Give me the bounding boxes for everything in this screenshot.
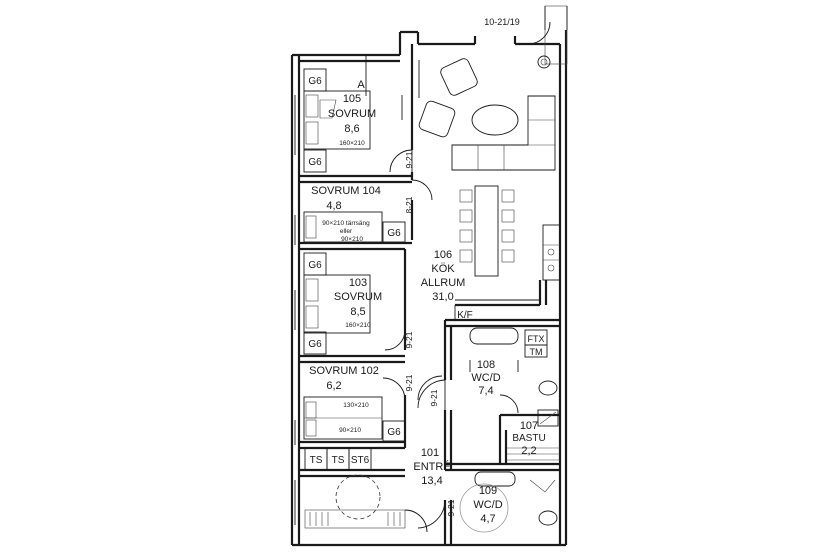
bed-103-size: 160×210	[345, 322, 371, 329]
door-label-109: 9-21	[446, 499, 456, 516]
room-105-area: 8,6	[344, 123, 359, 135]
room-109-number: 109	[479, 485, 497, 497]
ftx-unit-label: FTX	[528, 334, 545, 344]
door-size-labels: 9-21 8-21 9-21 9-21 9-21 9-21 10-21/19	[404, 17, 520, 517]
room-107-area: 2,2	[521, 445, 536, 457]
door-label-104: 8-21	[404, 196, 414, 213]
room-101-area: 13,4	[421, 475, 442, 487]
door-label-102: 9-21	[404, 374, 414, 391]
tm-label: TM	[530, 347, 543, 357]
room-101-name: ENTRÉ	[413, 460, 450, 473]
room-104-title: SOVRUM 104	[311, 185, 381, 197]
wardrobe-label: G6	[387, 228, 401, 239]
room-104-area: 4,8	[326, 200, 341, 212]
room-106-number: 106	[434, 249, 452, 261]
door-label-105: 9-21	[404, 151, 414, 168]
section-marker-a: A	[357, 79, 365, 91]
bed-104-size-1: 90×210 tärrsäng	[322, 220, 370, 227]
wardrobe-label: G6	[387, 427, 401, 438]
room-106-area: 31,0	[432, 291, 453, 303]
balcony-door-label: 10-21/19	[484, 17, 520, 27]
room-103-number: 103	[349, 277, 367, 289]
bed-102-size-a: 130×210	[343, 402, 369, 409]
room-109-area: 4,7	[480, 513, 495, 525]
room-108-name: WC/D	[471, 372, 500, 384]
bed-105	[303, 90, 371, 150]
doors	[382, 21, 551, 533]
room-103-name: SOVRUM	[334, 291, 382, 303]
door-label-103: 9-21	[404, 331, 414, 348]
room-105-number: 105	[343, 93, 361, 105]
door-label-108: 9-21	[429, 389, 439, 406]
room-101-number: 101	[421, 447, 439, 459]
room-102-title: SOVRUM 102	[309, 365, 379, 377]
interior-walls	[299, 44, 560, 545]
bed-104	[303, 211, 383, 243]
exterior-walls	[290, 5, 568, 547]
room-107-name: BASTU	[512, 433, 545, 444]
room-103-area: 8,5	[350, 306, 365, 318]
room-102-area: 6,2	[326, 380, 341, 392]
room-108-area: 7,4	[478, 385, 493, 397]
room-108-number: 108	[477, 359, 495, 371]
bed-105-size: 160×210	[339, 140, 365, 147]
bed-104-size-2: eller	[340, 228, 353, 235]
fridge-freezer-label: K/F	[457, 310, 473, 321]
room-106-name-2: ALLRUM	[421, 277, 466, 289]
closet-st6-label: ST6	[351, 455, 370, 466]
wardrobe-label: G6	[308, 157, 322, 168]
room-109-name: WC/D	[473, 499, 502, 511]
storage-labels: G6 G6 G6 G6 G6 G6 TS TS ST6 K/F FTX TM	[308, 76, 544, 466]
room-106-name-1: KÖK	[431, 263, 455, 275]
furniture	[303, 55, 561, 533]
wardrobe-label: G6	[308, 76, 322, 87]
bed-103	[303, 274, 371, 334]
closet-ts-label: TS	[310, 455, 323, 466]
room-107-number: 107	[520, 420, 538, 432]
wardrobe-label: G6	[308, 260, 322, 271]
closet-ts-label: TS	[332, 455, 345, 466]
bed-102-size-b: 90×210	[339, 427, 361, 434]
bed-104-size-3: 90×210	[341, 236, 363, 243]
wardrobe-label: G6	[308, 339, 322, 350]
room-labels: 105 SOVRUM 8,6 160×210 A SOVRUM 104 4,8 …	[309, 79, 546, 525]
room-105-name: SOVRUM	[328, 108, 376, 120]
